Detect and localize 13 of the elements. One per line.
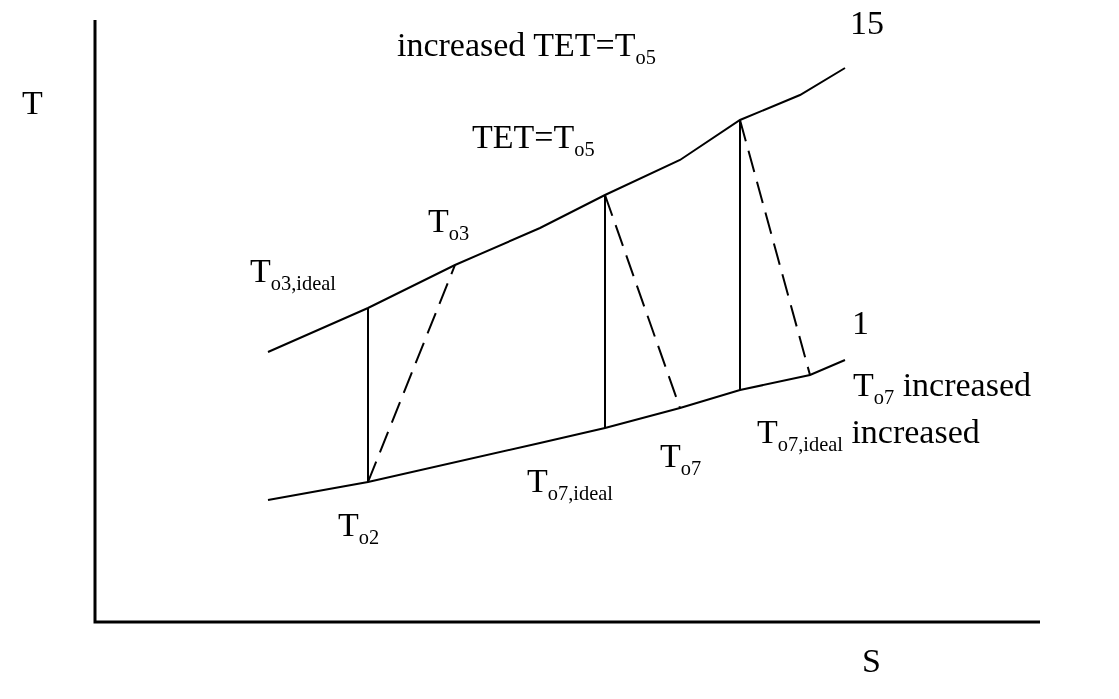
state-label: TET=T$_{o5}$ — [472, 118, 595, 162]
state-label: T$_{o2}$ — [338, 506, 380, 550]
state-label: T$_{o3}$ — [428, 202, 470, 246]
curve-label: 15 — [850, 4, 884, 42]
axis-label: S — [862, 642, 881, 680]
state-label: T$_{o7}$ — [660, 437, 702, 481]
state-label: T$_{o3,ideal}$ — [250, 252, 336, 296]
axis-label: T — [22, 84, 43, 122]
state-label: T$_{o7}$ increased — [853, 366, 1032, 410]
state-label: T$_{o7,ideal}$ increased — [757, 413, 980, 457]
state-label: increased TET=T$_{o5}$ — [397, 26, 656, 70]
curve-label: 1 — [852, 304, 869, 342]
state-label: T$_{o7,ideal}$ — [527, 462, 613, 506]
